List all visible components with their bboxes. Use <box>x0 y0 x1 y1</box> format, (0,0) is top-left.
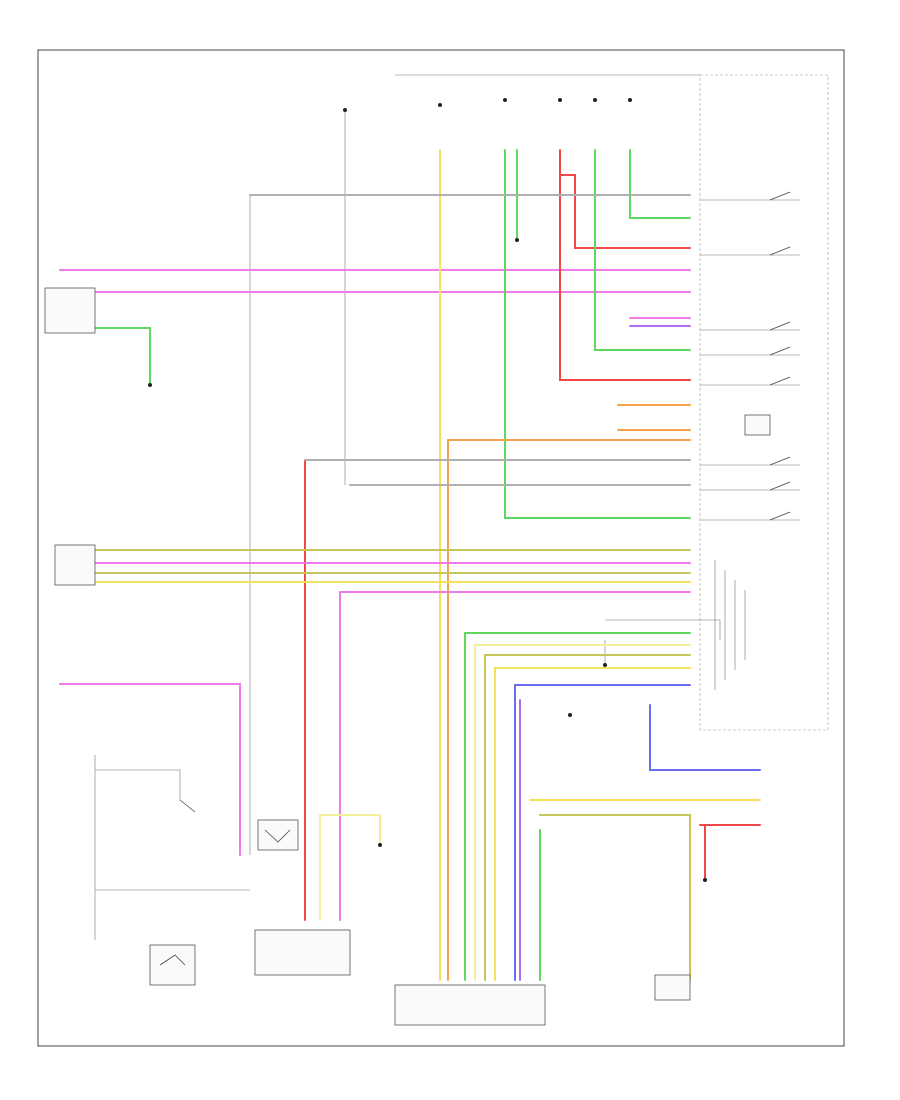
wire-red-f2 <box>559 149 691 381</box>
center-control-module-box <box>394 984 546 1026</box>
wire-green-f4 <box>629 149 691 219</box>
relay-switch-box <box>744 414 771 436</box>
switch-symbols <box>159 191 791 966</box>
blower-motor-relay-box <box>44 287 96 334</box>
mode-actuator-box <box>257 819 299 851</box>
components <box>44 287 771 1026</box>
wire-red-loop <box>559 174 691 249</box>
wire-group <box>59 149 761 981</box>
right-actuator-box <box>654 974 691 1001</box>
blower-motor-resistor-box <box>54 544 96 586</box>
diagram-frame <box>37 49 845 1047</box>
leader-lines <box>94 74 800 940</box>
wire-pink-left <box>59 683 241 856</box>
wire-blue-right <box>649 704 761 771</box>
wire-olive-right <box>539 814 691 981</box>
wire-green-f3 <box>594 149 691 351</box>
connection-points <box>148 98 707 882</box>
blower-motor-box <box>149 944 196 986</box>
wire-light-yellow-2 <box>319 814 381 846</box>
wire-green-motor <box>94 327 151 386</box>
lower-center-module-box <box>254 929 351 976</box>
module-outline-right <box>699 74 829 731</box>
wire-green-vertical <box>504 149 691 519</box>
